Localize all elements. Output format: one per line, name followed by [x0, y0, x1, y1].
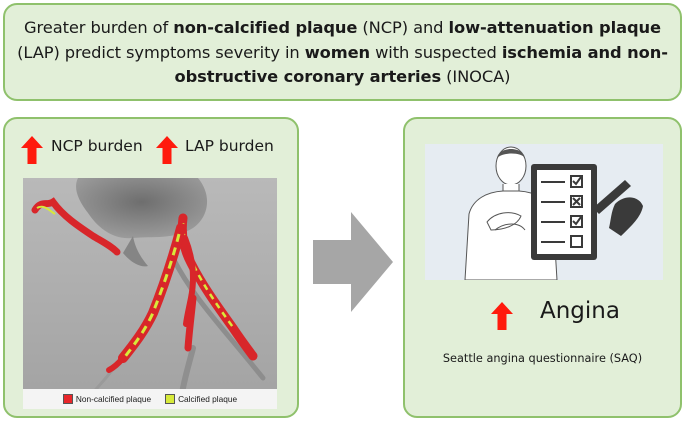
questionnaire-illustration [425, 144, 663, 280]
title-text: Greater burden of non-calcified plaque (… [17, 16, 668, 90]
ncp-burden-label: NCP burden [51, 137, 143, 155]
lap-burden-label: LAP burden [185, 137, 274, 155]
coronary-ct-image [23, 178, 277, 409]
plaque-legend: Non-calcified plaque Calcified plaque [23, 389, 277, 409]
legend-calcified: Calcified plaque [165, 394, 237, 404]
saq-label: Seattle angina questionnaire (SAQ) [442, 352, 643, 365]
angina-up-arrow-icon [491, 302, 513, 330]
angina-label: Angina [540, 298, 620, 324]
non-calcified-swatch [62, 394, 73, 404]
lap-up-arrow-icon [156, 136, 178, 164]
title-segment: Greater burden of [24, 18, 174, 37]
title-segment: (INOCA) [441, 67, 511, 86]
ncp-up-arrow-icon [21, 136, 43, 164]
flow-arrow-icon [313, 212, 393, 312]
legend-non-calcified: Non-calcified plaque [62, 394, 152, 404]
title-segment: women [304, 42, 371, 62]
calcified-swatch [165, 394, 176, 404]
title-segment: ischemia and non-obstructive coronary ar… [174, 42, 668, 87]
title-segment: non-calcified plaque [173, 18, 358, 37]
title-segment: with suspected [370, 42, 502, 62]
title-segment: (NCP) and [357, 18, 449, 37]
title-segment: low-attenuation plaque [448, 18, 662, 37]
title-box: Greater burden of non-calcified plaque (… [3, 3, 682, 101]
legend-non-calcified-label: Non-calcified plaque [75, 394, 152, 404]
title-segment: (LAP) predict symptoms severity in [17, 42, 305, 62]
legend-calcified-label: Calcified plaque [178, 394, 238, 404]
